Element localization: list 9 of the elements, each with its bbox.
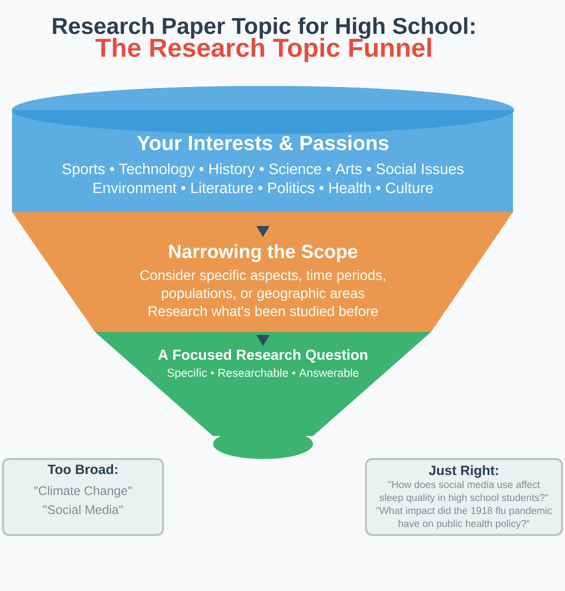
subtitle: The Research Topic Funnel: [96, 38, 431, 62]
title: Research Paper Topic for High School:: [52, 17, 474, 39]
example-card: Too Broad: "Climate Change" "Social Media": [2, 458, 164, 536]
funnel-section: Narrowing the Scope Consider specific aspects, time periods, populations, or geographic areas Research what's been studied before: [12, 212, 513, 332]
down-arrow: [256, 334, 270, 346]
funnel-section: A Focused Research Question Specific • Researchable • Answerable: [95, 332, 431, 459]
example-card: Just Right: "How does social media use affect sleep quality in high school students?" "What impact did the 1918 flu pandemic have on public health policy?": [365, 458, 563, 536]
down-arrow: [256, 226, 270, 237]
funnel-section: Your Interests & Passions Sports • Technology • History • Science • Arts • Social Issues Environment • Literature • Politics • Health • Culture: [12, 86, 514, 212]
